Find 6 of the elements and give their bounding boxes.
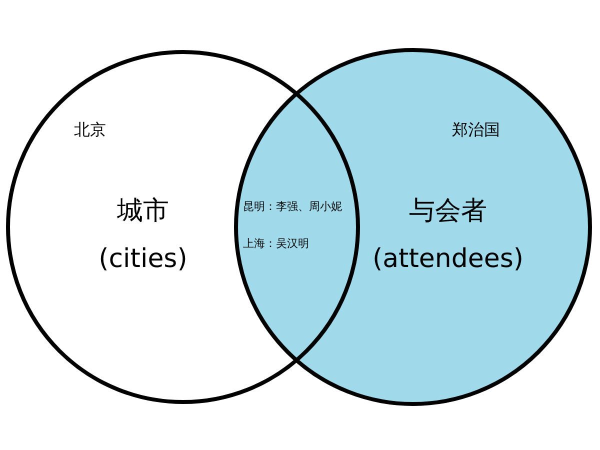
set-title: 与会者 (attendees): [371, 195, 525, 276]
set-member-label: 昆明：李强、周小妮: [243, 199, 342, 214]
set-member-label: 上海：吴汉明: [243, 236, 309, 251]
set-title: 城市 (cities): [98, 195, 188, 276]
set-member-label: 北京: [74, 120, 106, 141]
set-member-label: 郑治国: [452, 120, 500, 141]
